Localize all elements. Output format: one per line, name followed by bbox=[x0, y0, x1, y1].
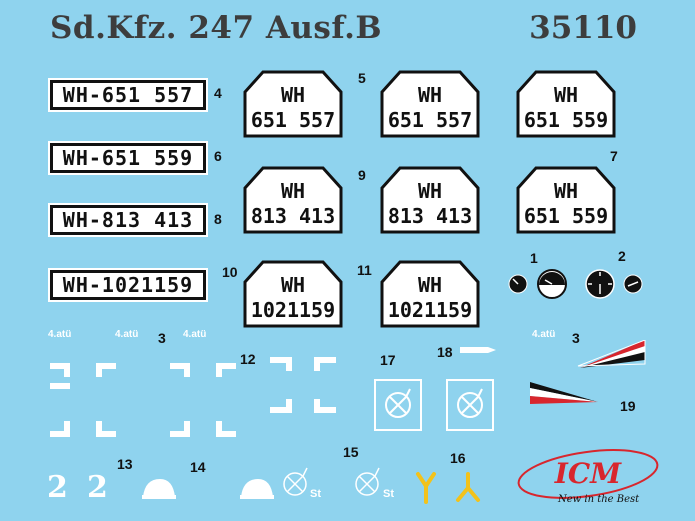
shield-line1: WH bbox=[418, 273, 442, 297]
shield-line2: 651 557 bbox=[388, 108, 472, 132]
decal-number: 12 bbox=[240, 351, 256, 367]
decal-number: 5 bbox=[358, 70, 366, 86]
decal-number: 14 bbox=[190, 459, 206, 475]
tire-pressure-marking: 4.atü bbox=[532, 329, 556, 340]
cross-icon bbox=[270, 357, 336, 413]
decal-number: 4 bbox=[214, 85, 222, 101]
tire-pressure-marking: 4.atü bbox=[115, 329, 139, 340]
decal-number: 1 bbox=[530, 250, 538, 266]
decal-number: 13 bbox=[117, 456, 133, 472]
helmet-markings bbox=[142, 479, 274, 499]
division-y-icon bbox=[456, 472, 480, 502]
unit-symbol-icon bbox=[446, 379, 494, 431]
unit-symbol-squares bbox=[374, 379, 494, 431]
decal-number: 9 bbox=[358, 167, 366, 183]
unit-number: 2 bbox=[87, 470, 108, 505]
shield-line2: 651 559 bbox=[524, 108, 608, 132]
cross-icon bbox=[170, 363, 236, 437]
pennant-arrow-icon bbox=[460, 347, 496, 353]
shield-plate: WH 813 413 bbox=[380, 166, 480, 234]
shield-line2: 651 557 bbox=[251, 108, 335, 132]
decal-number: 15 bbox=[343, 444, 359, 460]
staff-symbol-icon bbox=[283, 467, 308, 496]
shield-plate: WH 651 559 bbox=[516, 166, 616, 234]
helmet-icon bbox=[142, 479, 176, 499]
flag-pennant-icon bbox=[530, 382, 598, 404]
staff-symbol-icon bbox=[355, 467, 380, 496]
cross-icon bbox=[50, 363, 116, 437]
decal-number: 6 bbox=[214, 148, 222, 164]
decal-number: 3 bbox=[572, 330, 580, 346]
staff-label: St bbox=[310, 488, 321, 500]
shield-line1: WH bbox=[554, 179, 578, 203]
shield-line2: 1021159 bbox=[251, 298, 335, 322]
helmet-icon bbox=[240, 479, 274, 499]
decal-number: 11 bbox=[357, 262, 372, 278]
gauge-icon bbox=[508, 274, 528, 294]
shield-line1: WH bbox=[281, 179, 305, 203]
unit-number: 2 bbox=[47, 470, 68, 505]
shield-line2: 1021159 bbox=[388, 298, 472, 322]
reich-flag-pennants bbox=[530, 340, 646, 404]
shield-line2: 651 559 bbox=[524, 204, 608, 228]
division-y-icon bbox=[416, 472, 436, 504]
decal-number: 16 bbox=[450, 450, 466, 466]
instrument-gauges bbox=[508, 269, 643, 299]
shield-plate: WH 651 557 bbox=[243, 70, 343, 138]
shield-line2: 813 413 bbox=[388, 204, 472, 228]
sheet-title: Sd.Kfz. 247 Ausf.B bbox=[50, 10, 383, 46]
flag-pennant-icon bbox=[577, 340, 646, 368]
decal-number: 19 bbox=[620, 398, 636, 414]
unit-symbol-icon bbox=[374, 379, 422, 431]
logo-brand: ICM bbox=[554, 457, 622, 490]
decal-number: 2 bbox=[618, 248, 626, 264]
rect-plate: WH-1021159 bbox=[50, 270, 206, 300]
shield-plate: WH 1021159 bbox=[380, 260, 480, 328]
shield-line1: WH bbox=[418, 179, 442, 203]
shield-line1: WH bbox=[281, 273, 305, 297]
tire-pressure-marking: 4.atü bbox=[48, 329, 72, 340]
kit-code: 35110 bbox=[529, 10, 637, 46]
shield-line1: WH bbox=[281, 83, 305, 107]
gauge-icon bbox=[537, 269, 567, 299]
shield-plate: WH 1021159 bbox=[243, 260, 343, 328]
shield-line1: WH bbox=[554, 83, 578, 107]
rect-plate: WH-813 413 bbox=[50, 205, 206, 235]
decal-number: 8 bbox=[214, 211, 222, 227]
gauge-icon bbox=[623, 274, 643, 294]
logo-tagline: New in the Best bbox=[558, 494, 640, 505]
tire-pressure-marking: 4.atü bbox=[183, 329, 207, 340]
rect-plate: WH-651 557 bbox=[50, 80, 206, 110]
shield-line2: 813 413 bbox=[251, 204, 335, 228]
icm-logo: ICM bbox=[517, 449, 659, 499]
rect-plate: WH-651 559 bbox=[50, 143, 206, 173]
decal-number: 7 bbox=[610, 148, 618, 164]
division-markings bbox=[416, 472, 480, 504]
balkenkreuz-markings bbox=[50, 357, 336, 437]
shield-line1: WH bbox=[418, 83, 442, 107]
decal-number: 17 bbox=[380, 352, 396, 368]
shield-plate: WH 813 413 bbox=[243, 166, 343, 234]
shield-plate: WH 651 557 bbox=[380, 70, 480, 138]
decal-number: 18 bbox=[437, 344, 453, 360]
decal-number: 3 bbox=[158, 330, 166, 346]
staff-label: St bbox=[383, 488, 394, 500]
shield-plate: WH 651 559 bbox=[516, 70, 616, 138]
decal-number: 10 bbox=[222, 264, 238, 280]
gauge-icon bbox=[585, 269, 615, 299]
staff-symbols bbox=[283, 467, 380, 496]
